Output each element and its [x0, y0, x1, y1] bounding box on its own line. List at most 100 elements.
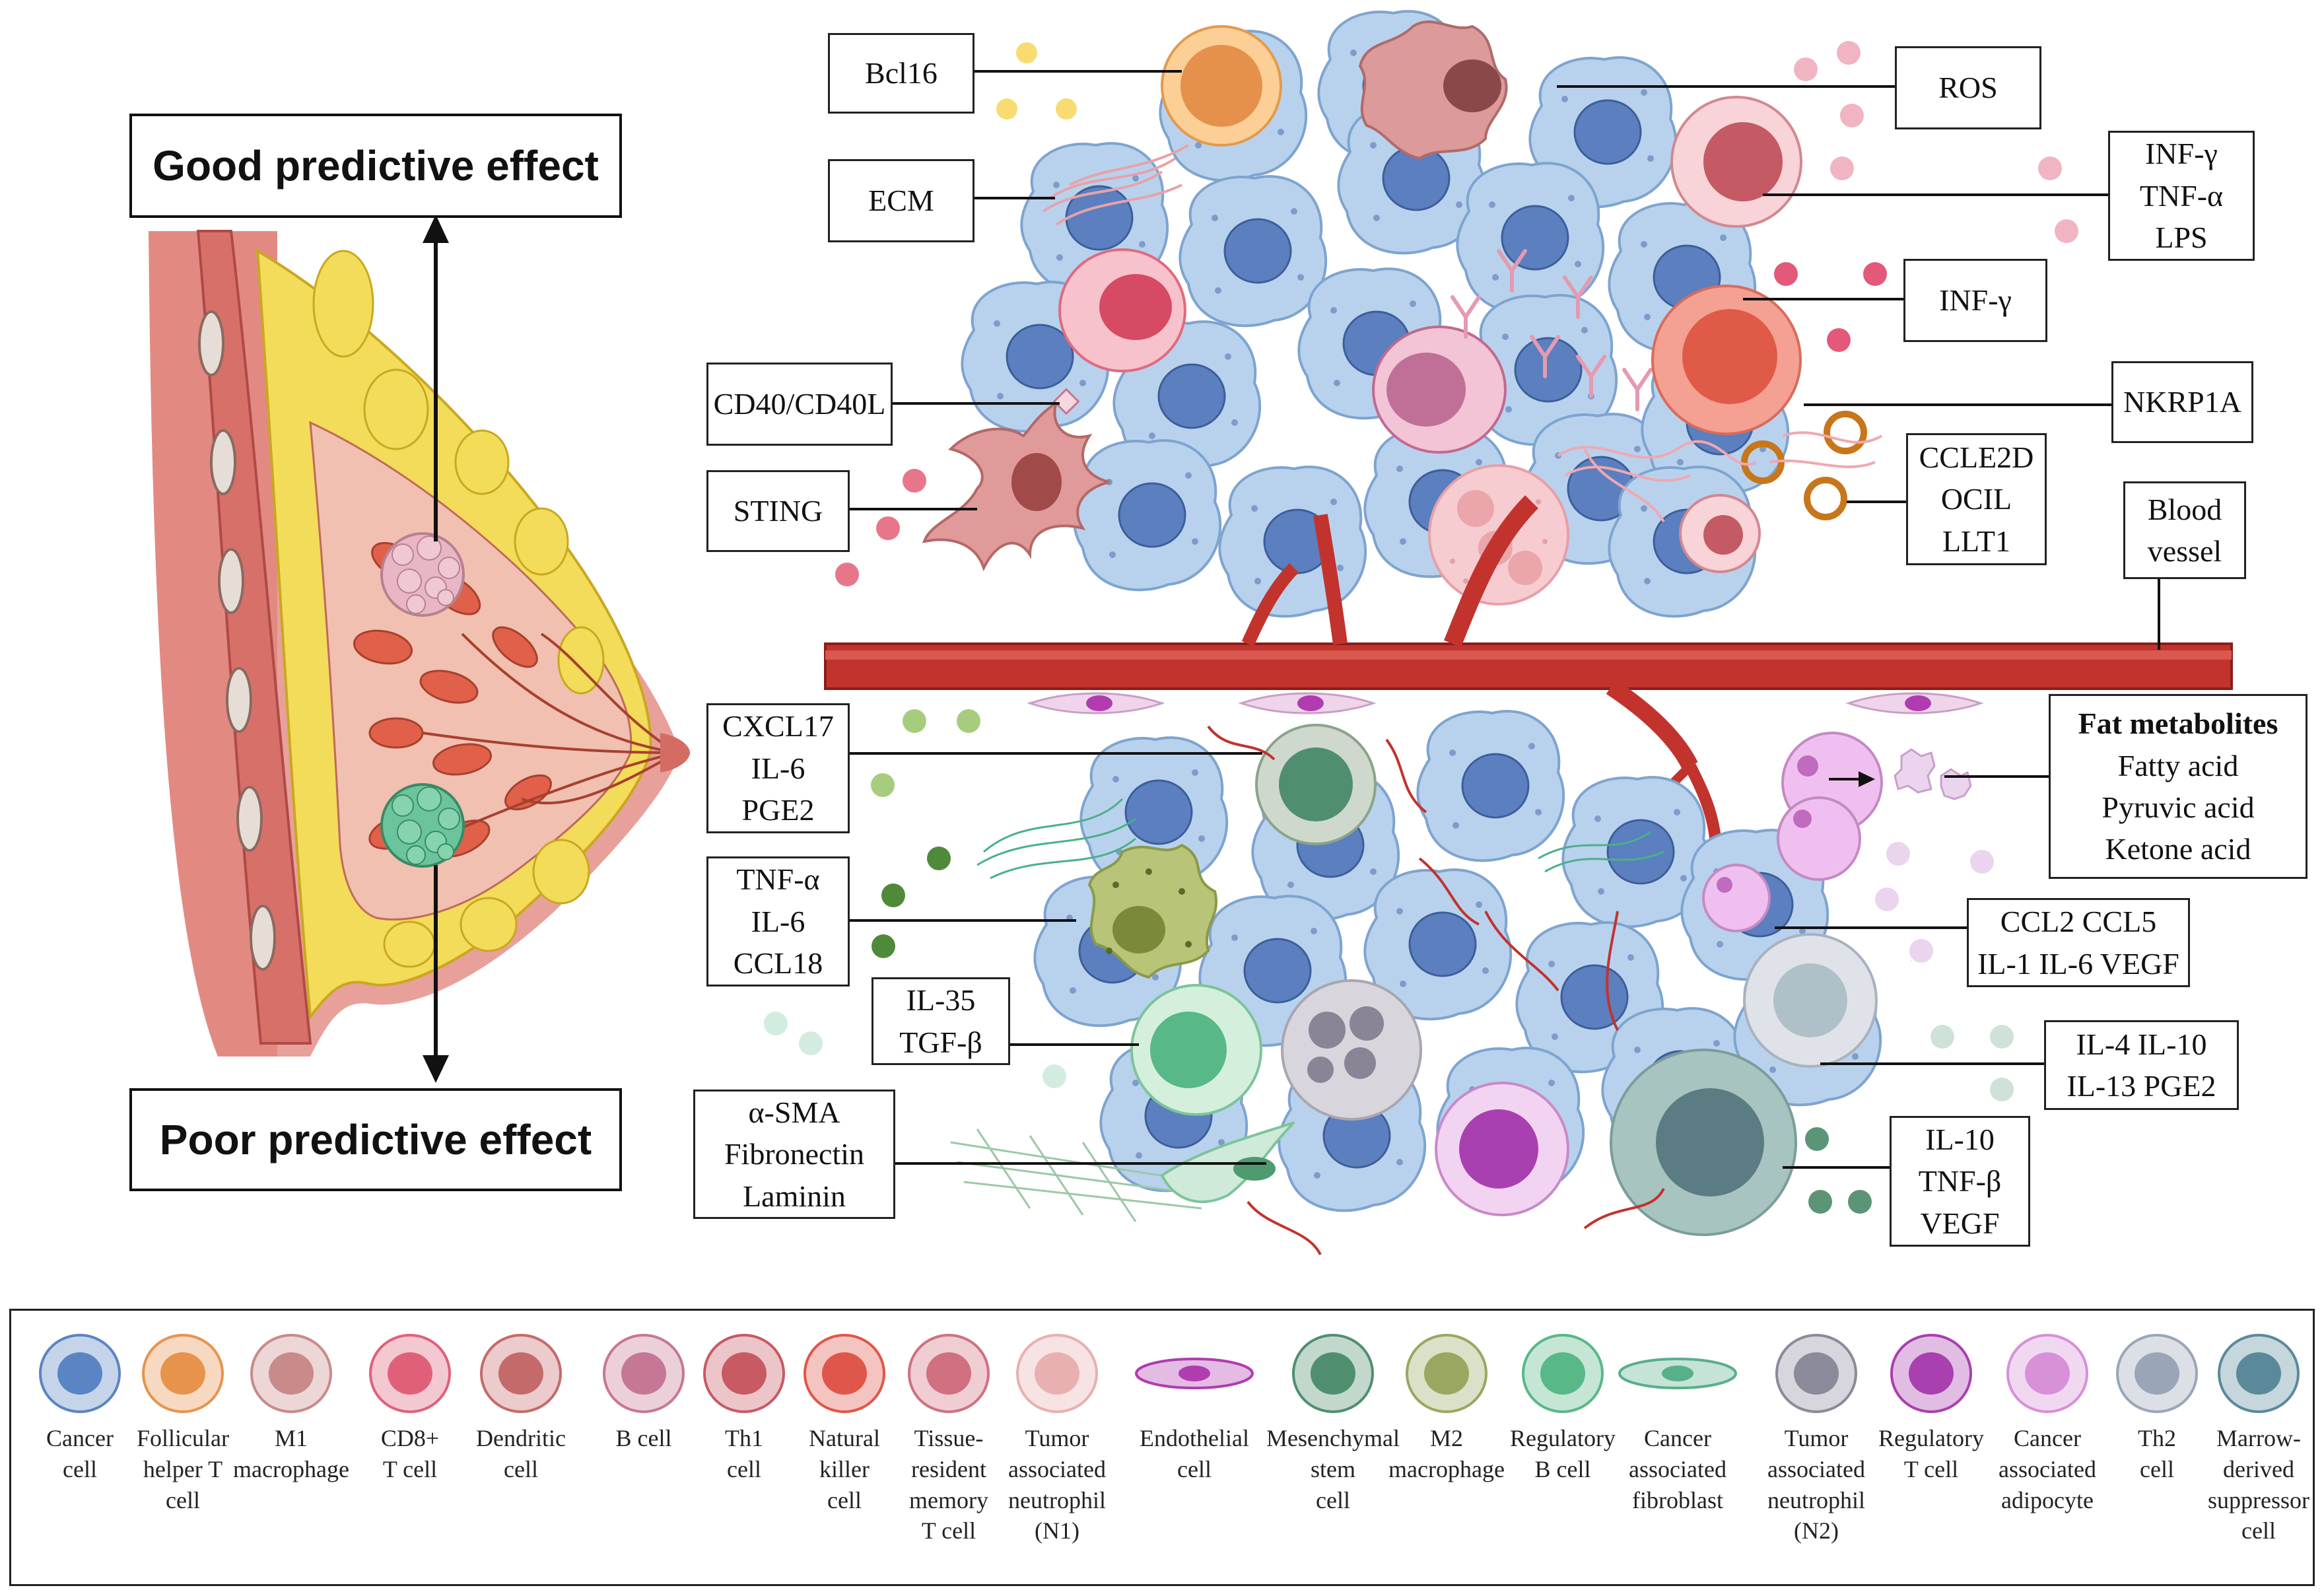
- endothelial-cell-icon: [1027, 692, 1984, 714]
- regulatory-b-cell-icon: [1522, 1334, 1604, 1413]
- good-predictive-effect-box: Good predictive effect: [129, 114, 622, 218]
- regulatory-t-cell-icon: [1890, 1334, 1972, 1413]
- bcl16-label-box: Bcl16: [828, 33, 974, 114]
- th2-cell-icon: [2116, 1334, 2198, 1413]
- th1-cell-icon: [1670, 96, 1802, 228]
- m1-macrophage-icon: [1358, 20, 1508, 160]
- nk-inf-label-box: INF-γ: [1903, 259, 2047, 342]
- cancer-associated-fibroblast-icon: [1618, 1358, 1737, 1389]
- cd8-t-cell-icon: [369, 1334, 451, 1413]
- legend-label: B cell: [615, 1425, 672, 1451]
- asma-label-box: α-SMA Fibronectin Laminin: [693, 1090, 895, 1219]
- ros-label-box: ROS: [1895, 46, 2041, 129]
- breast-anatomy: [149, 215, 690, 1083]
- legend-label: CD8+T cell: [380, 1425, 440, 1482]
- m2-macrophage-icon: [1087, 843, 1217, 979]
- th2-cell-icon: [1743, 933, 1878, 1068]
- cancer-cell-icon: [39, 1334, 121, 1413]
- mesenchymal-stem-cell-icon: [1292, 1334, 1374, 1413]
- tumor-microenvironment: [764, 10, 2233, 1255]
- benign-tumor-icon: [380, 532, 465, 617]
- endothelial-cell-icon: [1135, 1358, 1254, 1389]
- cxcl17-label-box: CXCL17 IL-6 PGE2: [706, 703, 850, 833]
- cancer-associated-adipocyte-icon: [2006, 1334, 2088, 1413]
- ecm-label-box: ECM: [828, 159, 974, 242]
- nkrp1a-label-box: NKRP1A: [2111, 361, 2253, 443]
- tissue-resident-memory-t-cell-icon: [1557, 431, 1883, 573]
- cd8-t-cell-icon: [1058, 248, 1186, 372]
- il4-label-box: IL-4 IL-10 IL-13 PGE2: [2044, 1020, 2239, 1110]
- natural-killer-cell-icon: [803, 1334, 885, 1413]
- cancer-associated-adipocyte-icon: [1702, 732, 1883, 932]
- metabolite-arrow: [1829, 771, 1875, 787]
- poor-predictive-effect-box: Poor predictive effect: [129, 1088, 622, 1191]
- b-cell-icon: [603, 1334, 685, 1413]
- ccl2-label-box: CCL2 CCL5 IL-1 IL-6 VEGF: [1967, 898, 2190, 987]
- poor-predictive-label: Poor predictive effect: [159, 1116, 592, 1163]
- malignant-tumor-icon: [380, 783, 465, 868]
- legend-item-cd8-t-cell: CD8+T cell: [351, 1311, 469, 1485]
- dendritic-cell-icon: [922, 399, 1110, 572]
- m2-macrophage-icon: [1406, 1334, 1487, 1413]
- cd40-label-box: CD40/CD40L: [706, 363, 893, 446]
- regulatory-b-cell-icon: [1130, 984, 1262, 1116]
- il10-label-box: IL-10 TNF-β VEGF: [1890, 1116, 2030, 1247]
- tissue-resident-memory-t-cell-icon: [908, 1334, 990, 1413]
- blood-vessel-icon: [824, 495, 2233, 859]
- tnf-m2-label-box: TNF-α IL-6 CCL18: [706, 856, 850, 987]
- clec-label-box: CCLE2D OCIL LLT1: [1906, 433, 2047, 565]
- mesenchymal-stem-cell-icon: [1255, 724, 1377, 845]
- tumor-associated-neutrophil-n2-icon: [1281, 979, 1422, 1121]
- il35-label-box: IL-35 TGF-β: [872, 977, 1010, 1065]
- legend-item-b-cell: B cell: [584, 1311, 703, 1454]
- good-prediction-arrow: [423, 215, 449, 541]
- follicular-helper-t-cell-icon: [142, 1334, 224, 1413]
- tumor-associated-neutrophil-n1-icon: [1016, 1334, 1098, 1413]
- m1-macrophage-icon: [250, 1334, 332, 1413]
- th1-signals-label-box: INF-γ TNF-α LPS: [2108, 131, 2255, 261]
- good-predictive-label: Good predictive effect: [153, 142, 599, 190]
- poor-prediction-arrow: [423, 865, 449, 1083]
- marrow-derived-suppressor-cell-icon: [2218, 1334, 2300, 1413]
- marrow-derived-suppressor-cell-icon: [1610, 1049, 1797, 1236]
- tumor-associated-neutrophil-n2-icon: [1775, 1334, 1857, 1413]
- sting-label-box: STING: [706, 470, 850, 552]
- b-cell-icon: [1372, 326, 1507, 454]
